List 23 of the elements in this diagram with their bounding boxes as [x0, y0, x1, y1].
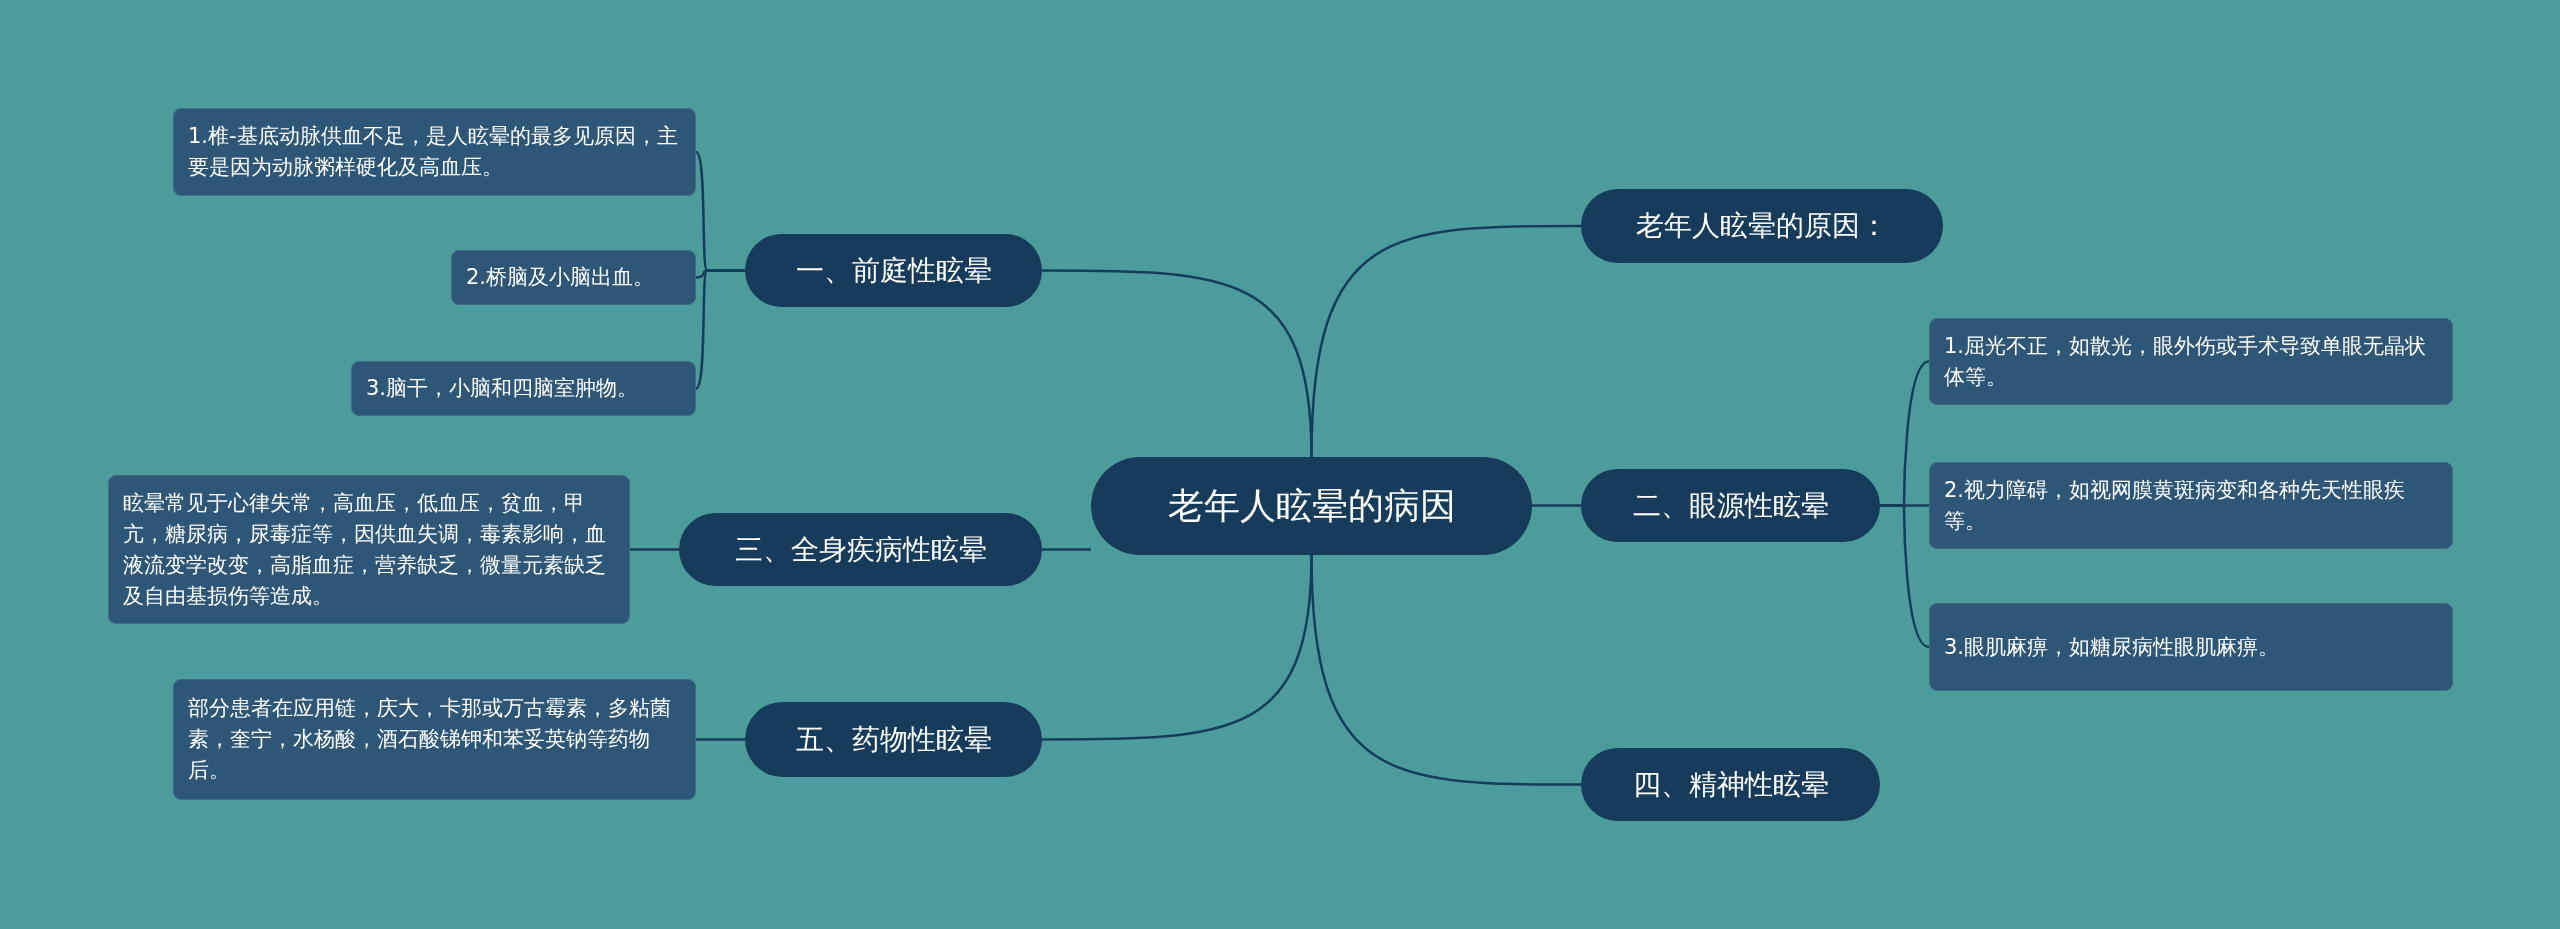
connector-line [630, 548, 679, 551]
connector-line [1880, 504, 1930, 649]
connector-line [1042, 269, 1313, 458]
note-box: 1.椎-基底动脉供血不足，是人眩晕的最多见原因，主要是因为动脉粥样硬化及高血压。 [173, 108, 696, 196]
connector-line [696, 738, 745, 741]
topic-box: 三、全身疾病性眩晕 [679, 513, 1042, 586]
connector-line [1042, 548, 1091, 551]
connector-line [695, 269, 745, 390]
note-box: 部分患者在应用链，庆大，卡那或万古霉素，多粘菌素，奎宁，水杨酸，酒石酸锑钾和苯妥英钠等药物后。 [173, 679, 696, 800]
note-box: 1.屈光不正，如散光，眼外伤或手术导致单眼无晶状体等。 [1929, 318, 2453, 405]
note-box: 2.桥脑及小脑出血。 [451, 250, 696, 305]
connector-line [1532, 504, 1581, 507]
note-box: 3.眼肌麻痹，如糖尿病性眼肌麻痹。 [1929, 603, 2453, 691]
note-box: 眩晕常见于心律失常，高血压，低血压，贫血，甲亢，糖尿病，尿毒症等，因供血失调，毒素影响，血液流变学改变，高脂血症，营养缺乏，微量元素缺乏及自由基损伤等造成。 [108, 475, 630, 624]
note-box: 2.视力障碍，如视网膜黄斑病变和各种先天性眼疾等。 [1929, 462, 2453, 549]
topic-box: 老年人眩晕的原因： [1581, 189, 1943, 263]
topic-box: 四、精神性眩晕 [1581, 748, 1880, 821]
note-box: 3.脑干，小脑和四脑室肿物。 [351, 361, 696, 416]
topic-box: 二、眼源性眩晕 [1581, 469, 1880, 542]
central-topic: 老年人眩晕的病因 [1091, 457, 1532, 555]
topic-box: 一、前庭性眩晕 [745, 234, 1042, 307]
topic-box: 五、药物性眩晕 [745, 702, 1042, 777]
connector-line [1042, 554, 1313, 741]
